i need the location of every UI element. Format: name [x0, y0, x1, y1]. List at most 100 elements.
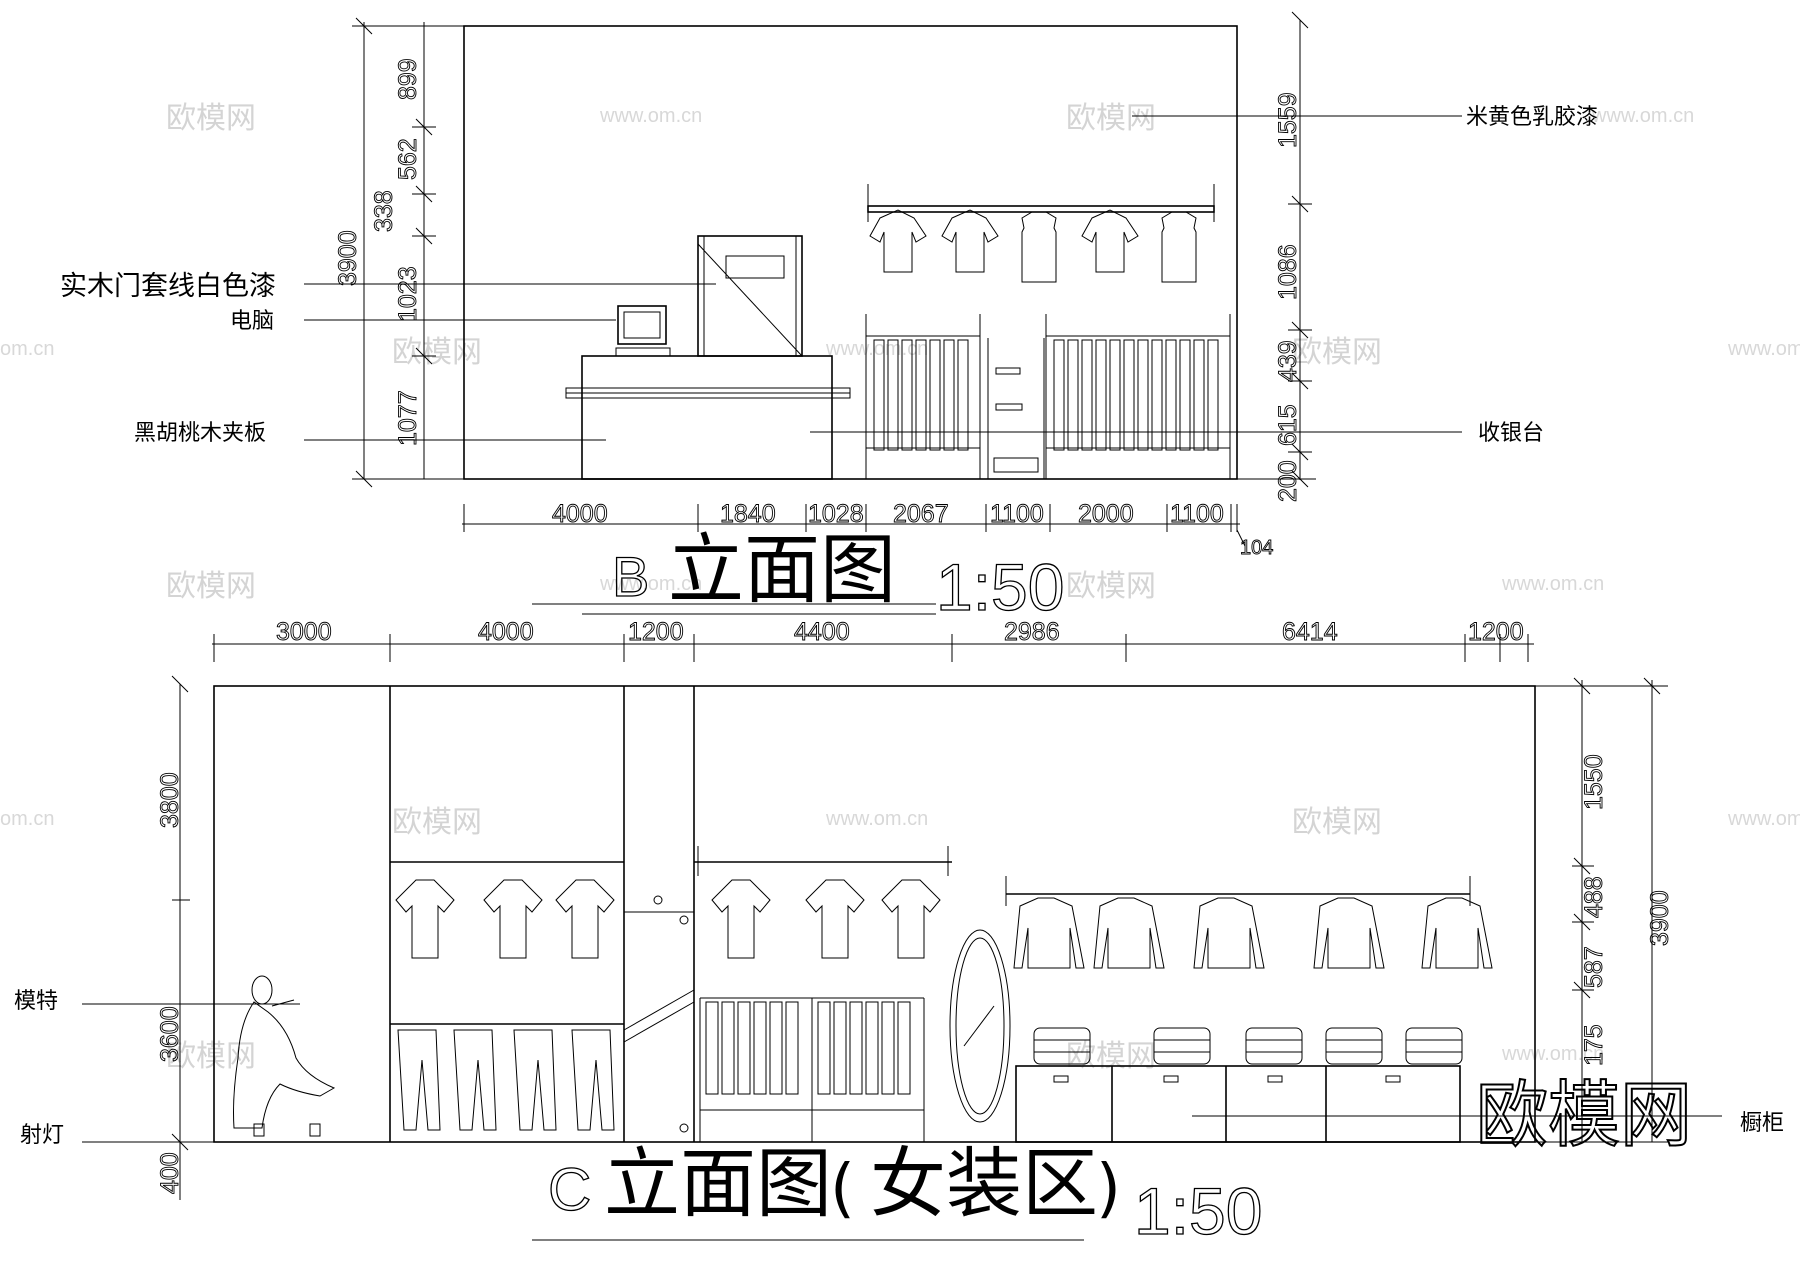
dim-label: 1550 [1580, 754, 1608, 810]
right-dimension-chain: 1559 1086 439 615 200 [1237, 11, 1316, 502]
dim-label: 2067 [893, 500, 949, 528]
dim-label: 3000 [276, 618, 332, 646]
dim-label: 899 [394, 58, 422, 100]
watermark-url: om.cn [0, 338, 54, 360]
dim-label: 1077 [394, 390, 422, 446]
dim-label: 175 [1580, 1024, 1608, 1066]
dim-label: 338 [370, 190, 398, 232]
dim-label: 6414 [1282, 618, 1338, 646]
wall-outline [463, 25, 1238, 480]
dim-label: 439 [1274, 340, 1302, 382]
dim-label: 1840 [720, 500, 776, 528]
dim-label: 488 [1580, 876, 1608, 918]
left-dimension-chain: 899 562 338 1023 1077 3900 [334, 17, 464, 488]
bottom-dimension-chain: 4000 1840 1028 2067 1100 2000 1100 104 [462, 500, 1274, 559]
door [697, 235, 803, 357]
right-dimension-chain: 1550 488 587 175 3900 [1535, 677, 1674, 1143]
partition-detail [623, 895, 695, 1133]
dim-label: 200 [1274, 460, 1302, 502]
watermark-brand: 欧模网 [1066, 569, 1156, 604]
watermark-url: www.om.cn [1501, 1043, 1604, 1065]
label-spotlight: 射灯 [20, 1123, 64, 1148]
watermark-url: www.om.cn [599, 573, 702, 595]
middle-top-rail [694, 846, 952, 959]
watermark-brand: 欧模网 [392, 805, 482, 840]
wall-outline [213, 685, 1536, 1143]
cashier-counter [565, 355, 851, 480]
label-mannequin: 模特 [14, 989, 58, 1014]
watermark-url: www.om.cn [825, 338, 928, 360]
dim-label: 1200 [628, 618, 684, 646]
watermark-brand: 欧模网 [1292, 805, 1382, 840]
title-letter: C [548, 1156, 591, 1223]
right-clothes-rack [1045, 314, 1231, 479]
elevation-b-title: B 立面图 1:50 [532, 525, 1065, 625]
dim-label: 3900 [334, 230, 362, 286]
callouts: 模特 射灯 橱柜 [14, 989, 1784, 1148]
elevation-c-title: C 立面图 ( 女装区 ) 1:50 [532, 1139, 1263, 1249]
dim-label: 1023 [394, 266, 422, 322]
rolling-pants-racks [699, 997, 925, 1142]
left-dimension-chain: 3800 3600 400 [156, 675, 214, 1200]
left-pants-rail [390, 1023, 624, 1131]
title-scale: 1:50 [936, 550, 1064, 624]
elevation-c: 3000 4000 1200 4400 2986 6414 1200 3800 … [14, 618, 1784, 1249]
left-top-rail [390, 861, 624, 959]
title-subtitle: 女装区 [870, 1139, 1098, 1228]
top-hanging-rail [867, 184, 1215, 283]
dim-label: 4000 [552, 500, 608, 528]
dim-label: 1028 [808, 500, 864, 528]
oval-mirror [949, 929, 1011, 1123]
label-wall-paint: 米黄色乳胶漆 [1466, 105, 1598, 130]
watermark-url: www.om.cn [1591, 105, 1694, 127]
watermark-brand: 欧模网 [392, 335, 482, 370]
watermark-brand: 欧模网 [1292, 335, 1382, 370]
dim-label: 1559 [1274, 92, 1302, 148]
label-counter-panel: 黑胡桃木夹板 [134, 421, 266, 446]
center-display-stand [987, 338, 1045, 479]
dim-label: 400 [156, 1152, 184, 1194]
watermark-brand: 欧模网 [166, 1039, 256, 1074]
dim-label: 4400 [794, 618, 850, 646]
label-cashier: 收银台 [1478, 421, 1544, 446]
dim-label: 3800 [156, 772, 184, 828]
title-paren-close: ) [1096, 1152, 1121, 1226]
callouts: 米黄色乳胶漆 实木门套线白色漆 电脑 黑胡桃木夹板 收银台 [60, 105, 1598, 446]
watermark-url: www.om.cn [1727, 338, 1800, 360]
label-cabinet: 橱柜 [1740, 1111, 1784, 1136]
title-letter: B [612, 545, 649, 608]
dim-label: 587 [1580, 946, 1608, 988]
title-paren-open: ( [830, 1152, 855, 1226]
watermark-layer: 欧模网 www.om.cn 欧模网 www.om.cn om.cn 欧模网 ww… [0, 101, 1800, 1074]
left-clothes-rack [865, 314, 981, 479]
brand-logo: 欧模网 [1476, 1073, 1692, 1157]
label-computer: 电脑 [230, 309, 274, 334]
elevation-b: 899 562 338 1023 1077 3900 1559 1086 439… [60, 11, 1598, 625]
right-top-rail [1005, 876, 1493, 969]
dim-label: 3900 [1646, 890, 1674, 946]
watermark-brand: 欧模网 [1066, 1039, 1156, 1074]
dim-label: 104 [1240, 537, 1273, 559]
title-text: 立面图 [668, 525, 896, 614]
dim-label: 3600 [156, 1006, 184, 1062]
dim-label: 4000 [478, 618, 534, 646]
display-cabinet [1015, 1027, 1463, 1143]
dim-label: 1100 [990, 500, 1044, 528]
mannequin [233, 975, 336, 1137]
watermark-url: www.om.cn [1727, 808, 1800, 830]
watermark-url: www.om.cn [599, 105, 702, 127]
dim-label: 2986 [1004, 618, 1060, 646]
dim-label: 1100 [1170, 500, 1224, 528]
title-text: 立面图 [604, 1139, 832, 1228]
dim-label: 1200 [1468, 618, 1524, 646]
watermark-url: www.om.cn [825, 808, 928, 830]
dim-label: 2000 [1078, 500, 1134, 528]
computer [615, 305, 671, 357]
dim-label: 615 [1274, 404, 1302, 446]
label-door-trim: 实木门套线白色漆 [60, 271, 276, 302]
watermark-url: om.cn [0, 808, 54, 830]
watermark-brand: 欧模网 [166, 569, 256, 604]
top-dimension-chain: 3000 4000 1200 4400 2986 6414 1200 [212, 618, 1534, 662]
dim-label: 1086 [1274, 244, 1302, 300]
